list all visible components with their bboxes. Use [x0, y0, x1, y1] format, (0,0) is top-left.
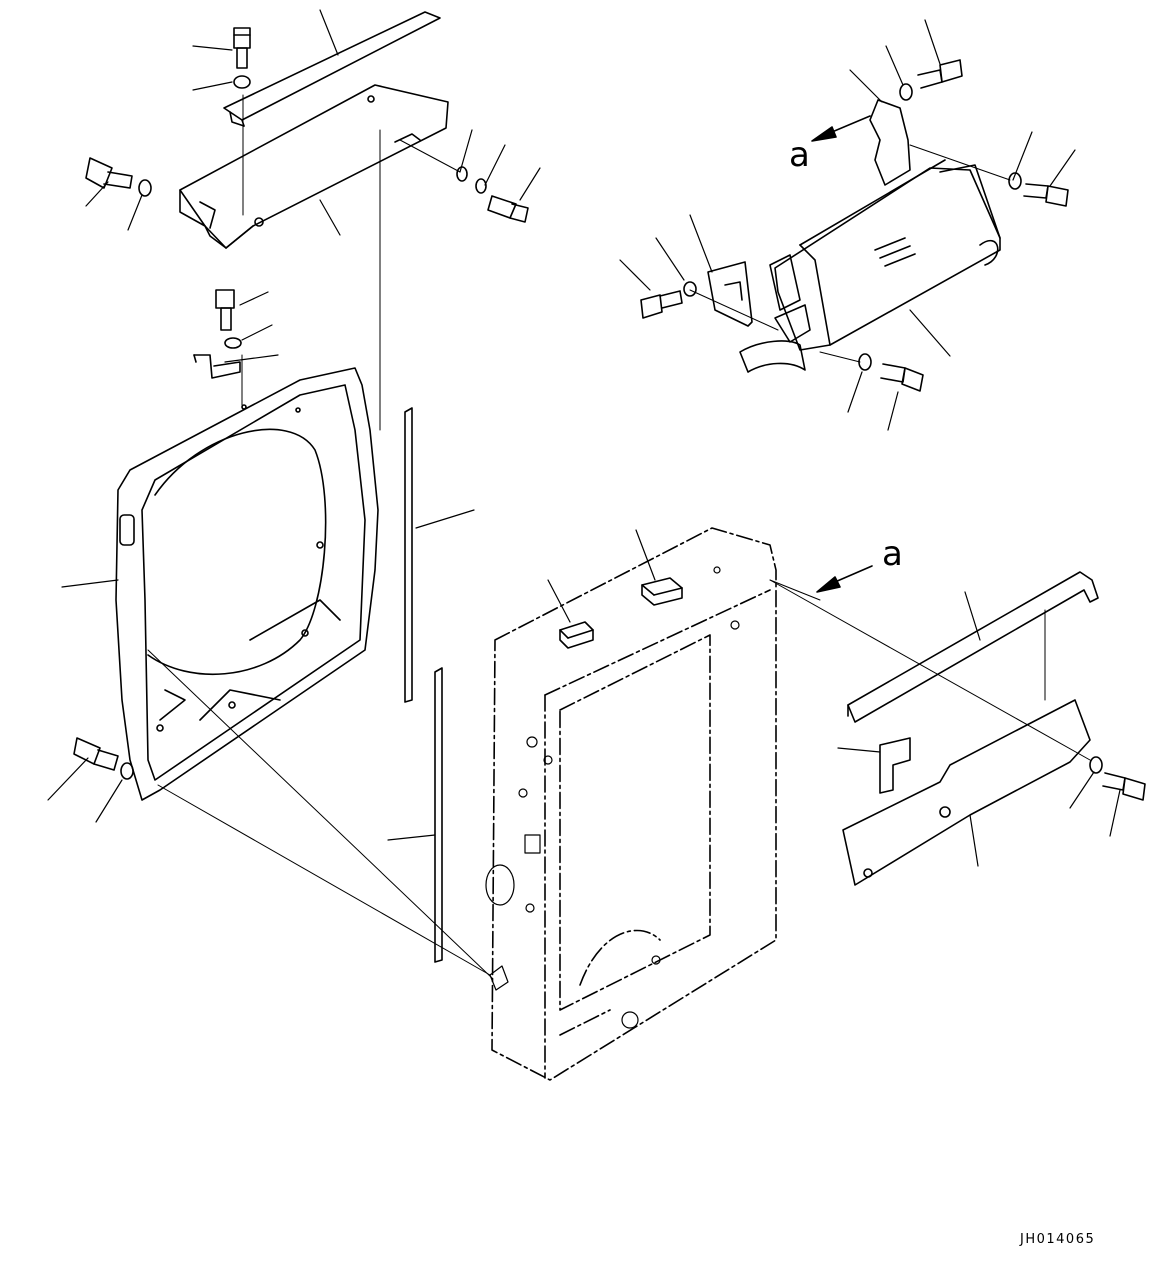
- view-callout-upper: a: [789, 135, 810, 175]
- bolt: [73, 737, 119, 771]
- washer: [456, 166, 468, 182]
- seal-strip-lower: [434, 667, 443, 963]
- bolt: [233, 27, 251, 69]
- mounting-bracket: [707, 261, 753, 327]
- view-arrow-lower: [816, 565, 873, 593]
- washer: [233, 75, 251, 89]
- radiator-fittings: [485, 566, 740, 1029]
- bolt: [487, 195, 529, 223]
- bolt: [1102, 772, 1146, 801]
- view-callout-lower: a: [882, 534, 903, 574]
- mounting-bracket: [869, 99, 911, 186]
- leader-lines: [47, 9, 1121, 867]
- washer: [1089, 756, 1103, 774]
- alignment-lines: [147, 94, 1091, 979]
- rubber-cushion: [559, 621, 594, 649]
- side-cover-plate: [842, 699, 1091, 886]
- washer: [224, 337, 242, 349]
- bolt: [640, 290, 683, 319]
- cover-bar: [847, 571, 1099, 723]
- washer: [138, 179, 152, 197]
- washer: [120, 762, 134, 780]
- rubber-cushion: [641, 577, 683, 606]
- washer: [683, 281, 697, 297]
- washer: [858, 353, 872, 371]
- bolt: [215, 289, 235, 331]
- small-clip-bracket: [193, 354, 241, 379]
- aftercooler-core: [769, 159, 1001, 351]
- view-arrow-upper: [811, 115, 871, 142]
- washer: [475, 178, 487, 194]
- bolt: [917, 59, 963, 89]
- inlet-hose: [739, 340, 806, 373]
- radiator-frame: [491, 527, 777, 1081]
- bolt: [85, 157, 133, 189]
- fan-shroud: [115, 367, 379, 801]
- drawing-number: JH014065: [1019, 1232, 1095, 1247]
- l-bracket: [879, 737, 911, 794]
- seal-strip-upper: [404, 407, 413, 703]
- upper-bracket-channel: [179, 84, 449, 249]
- bolt: [1023, 183, 1069, 207]
- bolt: [880, 363, 924, 392]
- washer: [899, 83, 913, 101]
- washer: [1008, 172, 1022, 190]
